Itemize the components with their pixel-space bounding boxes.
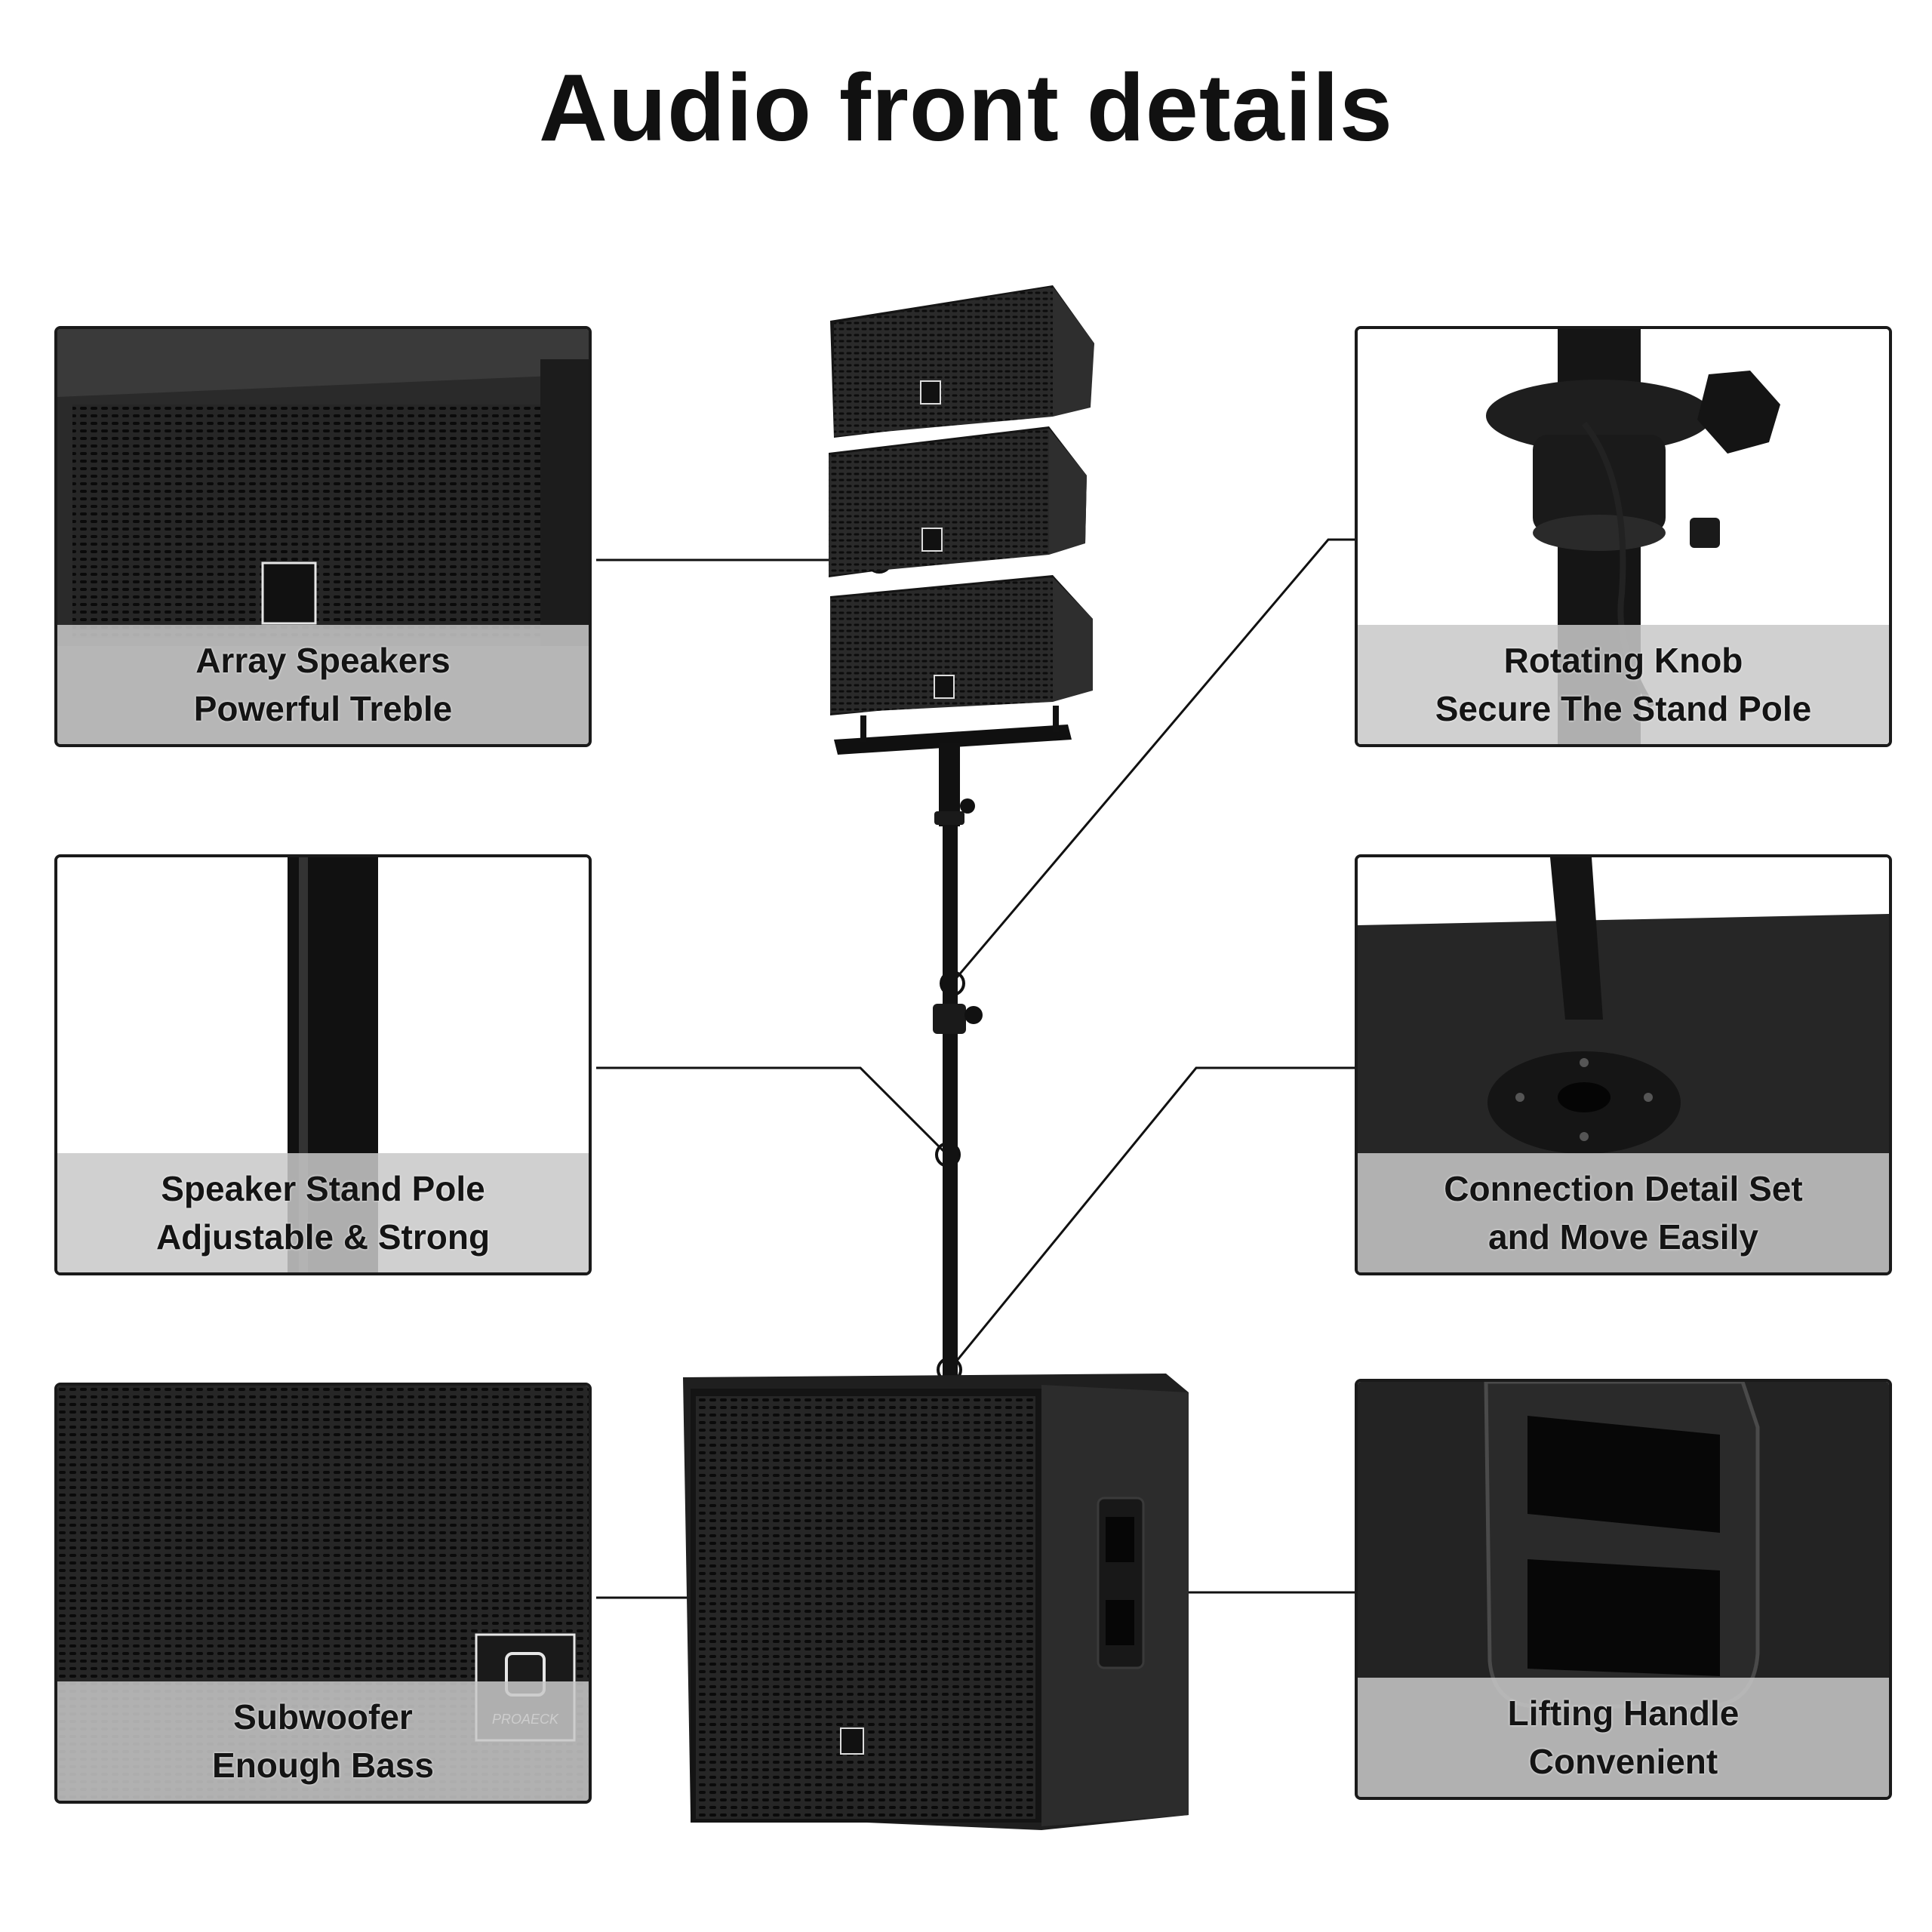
caption-line-2: Enough Bass <box>212 1746 434 1785</box>
panel-lifting-handle: Lifting Handle Convenient <box>1355 1379 1892 1800</box>
line-array-speakers <box>829 285 1094 755</box>
callout-lines <box>596 538 1355 1599</box>
caption-connection-detail: Connection Detail Set and Move Easily <box>1358 1153 1889 1272</box>
panel-array-speakers: Array Speakers Powerful Treble <box>54 326 592 747</box>
panel-stand-pole: Speaker Stand Pole Adjustable & Strong <box>54 854 592 1275</box>
caption-line-1: Array Speakers <box>195 641 451 680</box>
caption-lifting-handle: Lifting Handle Convenient <box>1358 1678 1889 1797</box>
caption-line-2: Secure The Stand Pole <box>1435 689 1812 728</box>
caption-line-1: Lifting Handle <box>1507 1694 1740 1733</box>
caption-line-2: and Move Easily <box>1488 1217 1758 1257</box>
caption-line-1: Connection Detail Set <box>1444 1169 1803 1208</box>
caption-line-1: Speaker Stand Pole <box>161 1169 485 1208</box>
caption-line-2: Powerful Treble <box>193 689 453 728</box>
panel-connection-detail: Connection Detail Set and Move Easily <box>1355 854 1892 1275</box>
caption-line-1: Subwoofer <box>233 1697 413 1737</box>
panel-subwoofer: PROAECK Subwoofer Enough Bass <box>54 1383 592 1804</box>
caption-rotating-knob: Rotating Knob Secure The Stand Pole <box>1358 625 1889 744</box>
caption-array-speakers: Array Speakers Powerful Treble <box>57 625 589 744</box>
panel-rotating-knob: Rotating Knob Secure The Stand Pole <box>1355 326 1892 747</box>
caption-subwoofer: Subwoofer Enough Bass <box>57 1681 589 1801</box>
subwoofer-cabinet <box>683 1374 1189 1830</box>
stand-pole <box>933 743 983 1377</box>
caption-line-2: Adjustable & Strong <box>155 1217 491 1257</box>
caption-line-1: Rotating Knob <box>1503 641 1743 680</box>
caption-stand-pole: Speaker Stand Pole Adjustable & Strong <box>57 1153 589 1272</box>
page-title: Audio front details <box>539 54 1393 161</box>
caption-line-2: Convenient <box>1528 1742 1718 1781</box>
